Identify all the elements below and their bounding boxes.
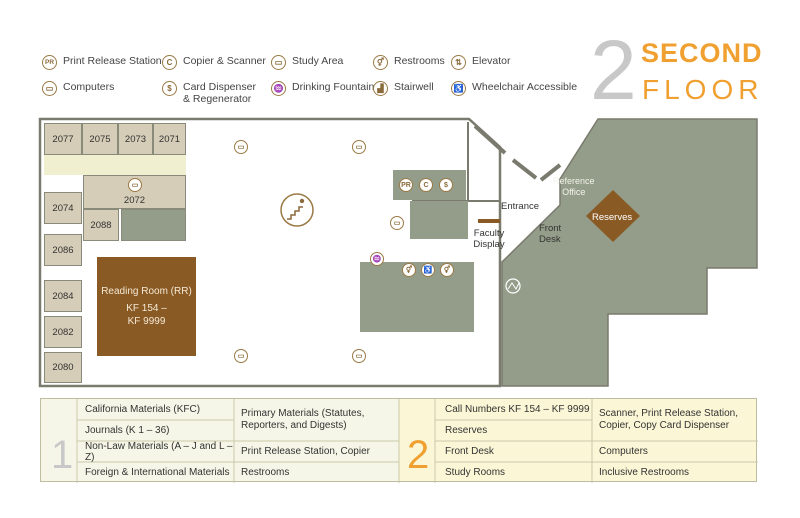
restroom-block (360, 262, 474, 332)
card-dispenser-icon: $ (439, 178, 453, 192)
computer-icon: ▭ (128, 178, 142, 192)
legend-label: Copier & Scanner (183, 55, 266, 67)
copier-icon: C (419, 178, 433, 192)
faculty-display-label: Faculty Display (473, 228, 505, 250)
room-2071[interactable]: 2071 (153, 123, 186, 155)
legend-item-drinking-fountain: ♒ Drinking Fountain (271, 81, 374, 96)
floor-plan: 2077 2075 2073 2071 2072 ▭ 2074 2088 208… (38, 117, 758, 388)
front-desk-label: Front Desk (539, 223, 562, 245)
restroom-icon: ⚥ (440, 263, 454, 277)
directory-cell: Computers (599, 446, 648, 457)
study-area-icon: ▭ (234, 140, 248, 154)
restroom-icon: ⚥ (373, 55, 388, 70)
print-release-icon: PR (399, 178, 413, 192)
directory-cell: Journals (K 1 – 36) (85, 425, 170, 436)
legend-label: Restrooms (394, 55, 445, 67)
directory-cell: Print Release Station, Copier (241, 446, 370, 457)
room-2077[interactable]: 2077 (44, 123, 82, 155)
legend-item-copier: C Copier & Scanner (162, 55, 266, 70)
section-number-1: 1 (51, 433, 74, 477)
directory-cell: Scanner, Print Release Station, Copier, … (599, 408, 738, 431)
reading-room[interactable]: Reading Room (RR) KF 154 – KF 9999 (97, 257, 196, 356)
computer-icon: ▭ (390, 216, 404, 230)
floor-number: 2 (590, 23, 637, 117)
directory-cell: Inclusive Restrooms (599, 467, 690, 478)
room-2075[interactable]: 2075 (82, 123, 118, 155)
wheelchair-icon: ♿ (421, 263, 435, 277)
elevator-icon: ⇅ (451, 55, 466, 70)
directory-cell: Study Rooms (445, 467, 506, 478)
print-release-icon: PR (42, 55, 57, 70)
room-2086[interactable]: 2086 (44, 234, 82, 266)
drinking-fountain-icon: ♒ (271, 81, 286, 96)
room-2074[interactable]: 2074 (44, 192, 82, 224)
card-dispenser-icon: $ (162, 81, 177, 96)
wheelchair-icon: ♿ (451, 81, 466, 96)
directory-cell: Non-Law Materials (A – J and L – Z) (85, 440, 233, 463)
legend-label: Computers (63, 81, 115, 93)
directory-cell: Reserves (445, 425, 488, 436)
copier-icon: C (162, 55, 177, 70)
directory-cell: Call Numbers KF 154 – KF 9999 (445, 404, 590, 415)
legend-label: Study Area (292, 55, 344, 67)
directory-section-1 (41, 399, 399, 481)
legend-label: Wheelchair Accessible (472, 81, 578, 93)
legend-item-stairwell: ▟ Stairwell (373, 81, 434, 96)
study-area-icon: ▭ (271, 55, 286, 70)
directory-section-2 (399, 399, 756, 481)
reading-room-range-start: KF 154 – (126, 303, 167, 314)
directory-cell: California Materials (KFC) (85, 404, 201, 415)
reference-office-label[interactable]: Reference Office (553, 176, 595, 197)
study-area-icon: ▭ (234, 349, 248, 363)
legend-label: Elevator (472, 55, 511, 67)
room-2082[interactable]: 2082 (44, 316, 82, 348)
corridor-strip (44, 155, 186, 175)
restroom-icon: ⚥ (402, 263, 416, 277)
legend-item-elevator: ⇅ Elevator (451, 55, 511, 70)
computer-icon: ▭ (42, 81, 57, 96)
room-2073[interactable]: 2073 (118, 123, 153, 155)
legend-item-card-dispenser: $ Card Dispenser & Regenerator (162, 81, 256, 105)
directory-gridlines (76, 399, 758, 483)
study-area-icon: ▭ (352, 140, 366, 154)
reserves-label[interactable]: Reserves (592, 212, 633, 223)
legend-label: Print Release Station (63, 55, 162, 67)
entrance-label: Entrance (501, 201, 540, 212)
drinking-fountain-icon: ♒ (370, 252, 384, 266)
room-2084[interactable]: 2084 (44, 280, 82, 312)
legend-item-wheelchair: ♿ Wheelchair Accessible (451, 81, 577, 96)
faculty-display-shelf (478, 219, 500, 223)
computer-block (410, 201, 468, 239)
legend-label: Card Dispenser & Regenerator (183, 81, 256, 105)
reading-room-range-end: KF 9999 (127, 316, 166, 327)
legend-item-restrooms: ⚥ Restrooms (373, 55, 445, 70)
directory-cell: Restrooms (241, 467, 290, 478)
floor-title-line1: SECOND (641, 38, 763, 68)
section-number-2: 2 (407, 433, 430, 477)
floor-title-line2: FLOOR (642, 74, 764, 105)
study-area-icon: ▭ (352, 349, 366, 363)
legend-item-computers: ▭ Computers (42, 81, 114, 96)
study-area-block (121, 209, 186, 241)
stairwell-icon: ▟ (373, 81, 388, 96)
legend-label: Stairwell (394, 81, 434, 93)
room-2088[interactable]: 2088 (83, 209, 119, 241)
legend-label: Drinking Fountain (292, 81, 375, 93)
legend-item-study-area: ▭ Study Area (271, 55, 343, 70)
directory-cell: Front Desk (445, 446, 494, 457)
directory-cell: Primary Materials (Statutes, Reporters, … (241, 408, 365, 431)
directory-cell: Foreign & International Materials (85, 467, 230, 478)
room-2080[interactable]: 2080 (44, 352, 82, 383)
directory-table: 1 2 California Materials (KFC) Journals … (40, 398, 758, 483)
reading-room-title: Reading Room (RR) (101, 286, 192, 297)
legend-item-print-release: PR Print Release Station (42, 55, 162, 70)
